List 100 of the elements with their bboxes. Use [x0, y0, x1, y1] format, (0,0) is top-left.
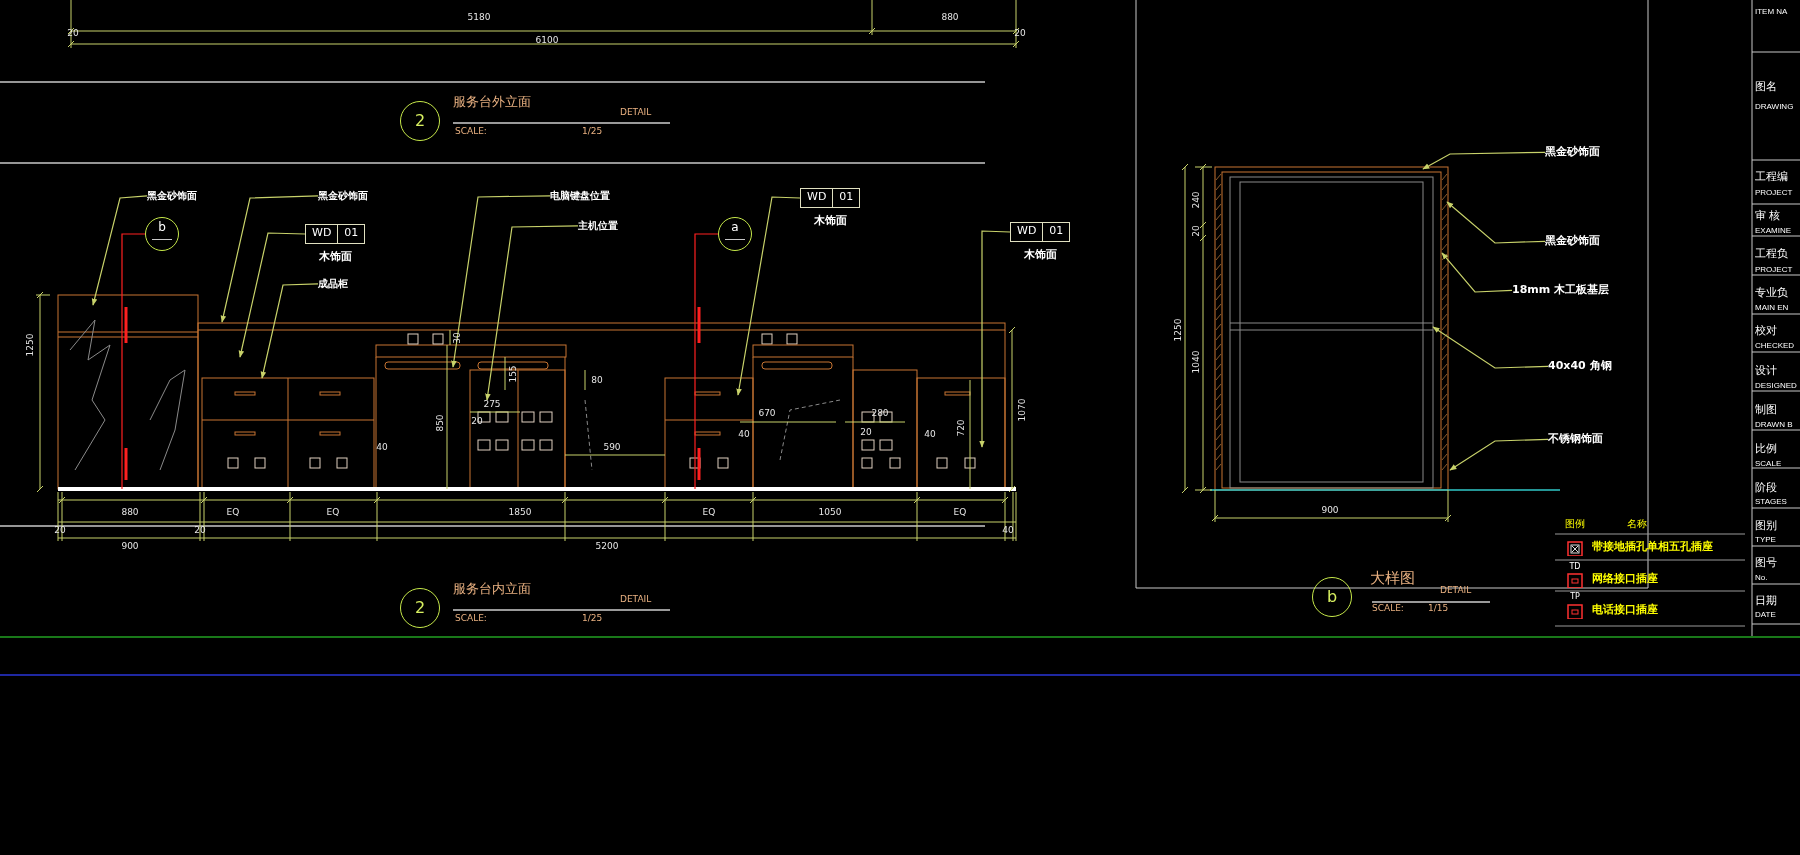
dimension-text: 40: [924, 428, 936, 440]
cabinet-elevation-drawing: [57, 294, 1016, 491]
drawing-title: 服务台内立面: [453, 582, 531, 597]
dimension-text: 30: [451, 332, 463, 344]
leader-line: [1422, 151, 1546, 170]
callout-text: 40x40 角钢: [1548, 360, 1612, 373]
dimension-text: 240: [1190, 191, 1202, 209]
leader-line: [1432, 326, 1549, 369]
dimension-text: 20: [1190, 225, 1202, 237]
dimension-text: 20: [860, 426, 872, 438]
scale-value: 1/25: [582, 613, 603, 624]
tag-code: WD: [1011, 223, 1044, 241]
title-block-text: ITEM NA: [1755, 7, 1788, 17]
dimension-text: 1050: [818, 506, 842, 518]
title-block-text: 设计: [1755, 363, 1777, 377]
drawing-title: 大样图: [1370, 570, 1415, 588]
dimension-text: 40: [376, 441, 388, 453]
title-block-text: 专业负: [1755, 285, 1788, 299]
title-block-text: EXAMINE: [1755, 226, 1791, 236]
leader-line: [485, 225, 579, 401]
dimension-text: EQ: [702, 506, 716, 518]
title-block-text: 工程编: [1755, 169, 1788, 183]
title-block-text: 阶段: [1755, 480, 1777, 494]
dimension-text: 880: [121, 506, 139, 518]
dimension-text: 6100: [535, 34, 559, 46]
tag-number: 01: [343, 225, 360, 241]
section-line: [121, 233, 146, 490]
callout-text: 黑金砂饰面: [1545, 146, 1600, 159]
title-block-text: STAGES: [1755, 497, 1787, 507]
dimension-text: 590: [603, 441, 621, 453]
legend-text: 网络接口插座: [1592, 572, 1658, 585]
dimension-text: 20: [54, 524, 66, 536]
scale-label: SCALE:: [455, 613, 487, 624]
callout-text: 电脑键盘位置: [550, 190, 610, 202]
leader-line: [1441, 252, 1513, 293]
scale-label: SCALE:: [455, 126, 487, 137]
detail-text: DETAIL: [1440, 585, 1472, 596]
dimension-text: EQ: [326, 506, 340, 518]
dimension-text: 1850: [508, 506, 532, 518]
leader-line: [451, 195, 551, 368]
title-block-text: PROJECT: [1755, 265, 1793, 275]
dimension-text: 1250: [24, 333, 36, 357]
material-label: 木饰面: [318, 250, 352, 264]
title-block-text: DATE: [1755, 610, 1776, 620]
callout-text: 黑金砂饰面: [1545, 235, 1600, 248]
callout-text: 成品柜: [318, 278, 348, 290]
socket-code: TD: [1569, 561, 1581, 572]
leader-line: [1446, 201, 1546, 244]
title-block-text: 制图: [1755, 402, 1777, 416]
scale-value: 1/15: [1428, 603, 1449, 614]
dimension-text: 880: [941, 11, 959, 23]
title-block-text: DRAWING: [1755, 102, 1794, 112]
leader-line: [736, 196, 801, 396]
title-block-text: 日期: [1755, 593, 1777, 607]
dimension-text: 40: [1002, 524, 1014, 536]
dimension-text: 850: [434, 414, 446, 432]
legend-text: 电话接口插座: [1592, 603, 1658, 617]
callout-text: 不锈钢饰面: [1548, 433, 1603, 446]
callout-text: 黑金砂饰面: [147, 190, 197, 202]
title-block-text: 图名: [1755, 79, 1777, 93]
drawing-title: 服务台外立面: [453, 95, 531, 110]
dimension-text: 1250: [1172, 318, 1184, 342]
title-block-text: 图号: [1755, 555, 1777, 569]
dimension-text: 20: [194, 524, 206, 536]
dimension-text: 275: [483, 398, 501, 410]
tag-code: WD: [306, 225, 339, 243]
title-block-text: PROJECT: [1755, 188, 1793, 198]
dimension-text: 80: [591, 374, 603, 386]
legend-text: 带接地插孔单相五孔插座: [1592, 540, 1713, 554]
title-block-text: 审 核: [1755, 208, 1781, 222]
dimension-text: 280: [871, 407, 889, 419]
leader-line: [91, 195, 148, 306]
title-block-text: CHECKED: [1755, 341, 1795, 351]
dimension-text: 40: [738, 428, 750, 440]
dimension-text: 5200: [595, 540, 619, 552]
dimension-text: 1070: [1016, 398, 1028, 422]
title-block-text: SCALE: [1755, 459, 1782, 469]
tag-code: WD: [801, 189, 834, 207]
detail-text: DETAIL: [620, 594, 652, 605]
dimension-text: 155: [507, 365, 519, 383]
dimension-text: EQ: [953, 506, 967, 518]
detail-text: DETAIL: [620, 107, 652, 118]
title-block-text: MAIN EN: [1755, 303, 1789, 313]
tag-number: 01: [838, 189, 855, 205]
dimension-text: 900: [121, 540, 139, 552]
material-tag: [305, 224, 366, 244]
dimension-text: 1040: [1190, 350, 1202, 374]
title-block-text: 图别: [1755, 518, 1777, 532]
material-tag: [800, 188, 861, 208]
socket-code: TP: [1570, 592, 1580, 602]
dimension-text: 20: [471, 415, 483, 427]
title-block-text: 比例: [1755, 441, 1777, 455]
callout-text: 18mm 木工板基层: [1512, 284, 1610, 297]
dimension-text: 20: [67, 27, 79, 39]
title-block-text: 工程负: [1755, 246, 1788, 260]
legend-heading: 名称: [1627, 518, 1647, 530]
scale-value: 1/25: [582, 126, 603, 137]
title-block-text: TYPE: [1755, 535, 1776, 545]
material-tag: [1010, 222, 1071, 242]
title-block-text: DRAWN B: [1755, 420, 1793, 430]
